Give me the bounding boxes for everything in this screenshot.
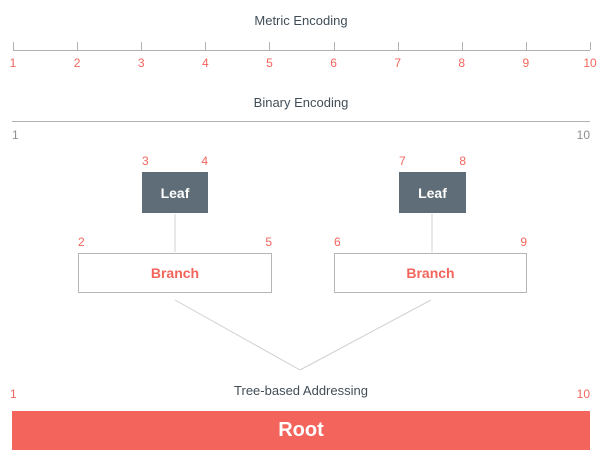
leaf-label: Leaf [418, 184, 447, 201]
branch-2-box: Branch [334, 253, 527, 293]
ruler-tick [590, 42, 591, 50]
ruler-tick [397, 42, 399, 50]
range-end-number: 8 [459, 154, 466, 168]
branch-label: Branch [406, 265, 455, 281]
leaf-label: Leaf [160, 184, 190, 201]
scale-number: 5 [266, 56, 273, 70]
root-end-number: 10 [576, 387, 590, 401]
ruler-tick [461, 42, 463, 50]
leaf-1-box: Leaf [142, 172, 208, 213]
ruler-tick [13, 42, 14, 50]
ruler-tick [205, 42, 207, 50]
binary-end-number: 10 [576, 128, 590, 142]
metric-ruler [13, 42, 591, 51]
range-start-number: 7 [399, 154, 406, 168]
scale-number: 1 [9, 56, 17, 70]
range-start-number: 3 [142, 154, 149, 168]
branch-node-2: 6 9 Branch [334, 235, 527, 293]
branch-2-range: 6 9 [334, 235, 527, 253]
range-end-number: 4 [201, 154, 208, 168]
scale-number: 10 [583, 56, 597, 70]
binary-start-number: 1 [12, 128, 19, 142]
binary-encoding-title: Binary Encoding [253, 95, 349, 110]
branch-label: Branch [150, 265, 200, 281]
root-label: Root [278, 419, 324, 441]
root-start-number: 1 [10, 387, 17, 401]
ruler-tick [525, 42, 527, 50]
branch-1-box: Branch [78, 253, 272, 293]
range-end-number: 5 [265, 235, 272, 249]
scale-number: 7 [394, 56, 401, 70]
scale-number: 2 [73, 56, 81, 70]
metric-encoding-title: Metric Encoding [254, 13, 348, 28]
ruler-tick [333, 42, 335, 50]
scale-number: 4 [201, 56, 209, 70]
range-start-number: 2 [78, 235, 85, 249]
leaf-node-1: 3 4 Leaf [142, 154, 208, 213]
ruler-tick [269, 42, 271, 50]
metric-scale-numbers: 1 2 3 4 5 6 7 8 9 10 [9, 56, 597, 70]
tree-addressing-title: Tree-based Addressing [234, 383, 368, 398]
ruler-tick [141, 42, 143, 50]
root-node-bar: Root [12, 411, 590, 450]
range-start-number: 6 [334, 235, 341, 249]
leaf-2-range: 7 8 [399, 154, 466, 172]
leaf-2-box: Leaf [399, 172, 466, 213]
scale-number: 6 [330, 56, 337, 70]
binary-encoding-line [12, 121, 590, 122]
ruler-tick [77, 42, 79, 50]
leaf-1-range: 3 4 [142, 154, 208, 172]
range-end-number: 9 [520, 235, 527, 249]
scale-number: 9 [522, 56, 530, 70]
branch-1-range: 2 5 [78, 235, 272, 253]
leaf-node-2: 7 8 Leaf [399, 154, 466, 213]
scale-number: 8 [458, 56, 466, 70]
branch-node-1: 2 5 Branch [78, 235, 272, 293]
scale-number: 3 [137, 56, 145, 70]
